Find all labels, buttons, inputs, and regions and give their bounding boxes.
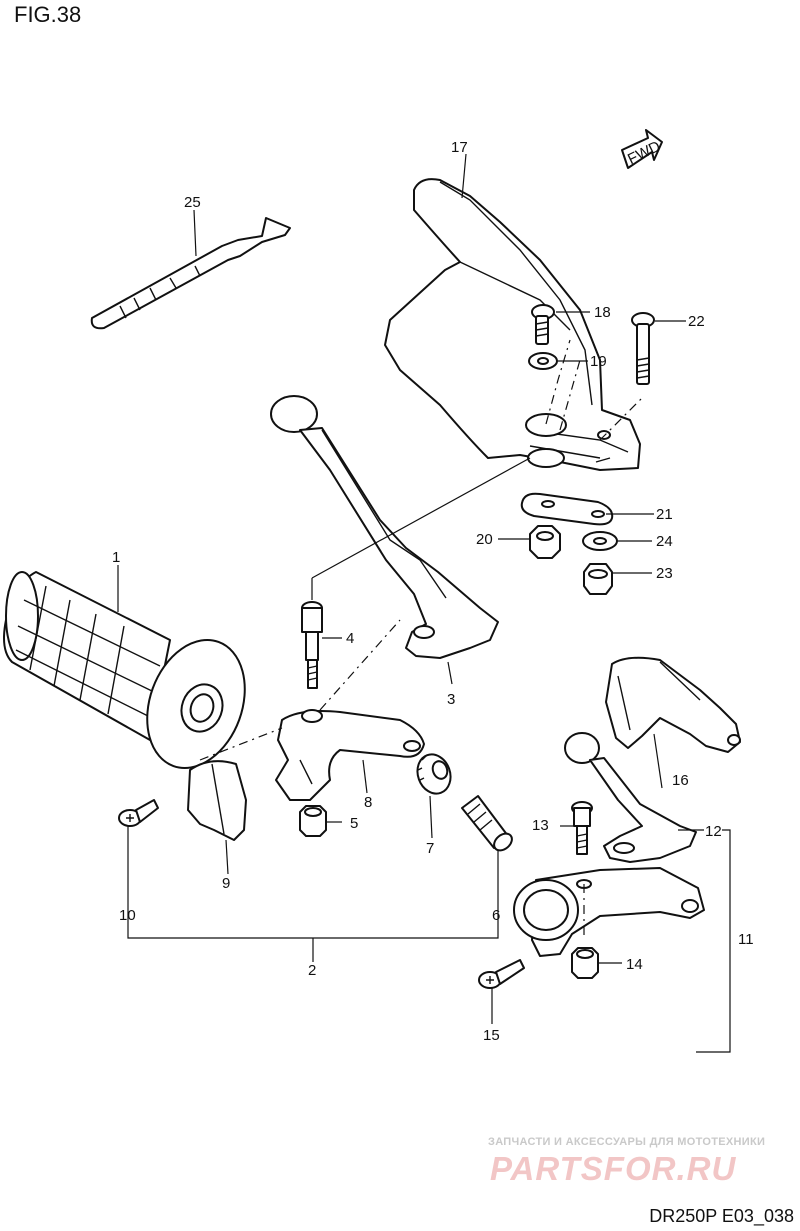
part-15-screw: [478, 959, 525, 989]
callout-17: 17: [451, 139, 468, 156]
callout-4: 4: [346, 630, 354, 647]
callout-10: 10: [119, 907, 136, 924]
callout-5: 5: [350, 815, 358, 832]
part-20-nut: [529, 525, 561, 559]
part-21-plate: [520, 492, 614, 526]
part-24-washer: [582, 531, 618, 551]
callout-7: 7: [426, 840, 434, 857]
callout-2: 2: [308, 962, 316, 979]
part-3-lever: [270, 395, 499, 659]
callout-labels: 1 2 3 4 5 6 7 8 9 10 11 12 13 14 15 16 1…: [112, 139, 754, 1044]
callout-16: 16: [672, 772, 689, 789]
callout-12: 12: [705, 823, 722, 840]
callout-23: 23: [656, 565, 673, 582]
part-17-hand-guard: [384, 178, 641, 471]
leader-lines: [117, 153, 731, 1053]
figure-title: FIG.38: [14, 2, 82, 27]
part-13-bolt: [571, 801, 593, 855]
part-8-bracket: [275, 709, 425, 801]
callout-1: 1: [112, 549, 120, 566]
part-9-clamp: [187, 760, 247, 841]
part-4-pivot-bolt: [301, 601, 323, 689]
part-25-cable-tie: [90, 217, 291, 330]
callout-19: 19: [590, 353, 607, 370]
callout-25: 25: [184, 194, 201, 211]
callout-15: 15: [483, 1027, 500, 1044]
part-18-bolt: [531, 304, 555, 345]
callout-13: 13: [532, 817, 549, 834]
callout-9: 9: [222, 875, 230, 892]
callout-14: 14: [626, 956, 643, 973]
watermark-tagline: ЗАПЧАСТИ И АКСЕССУАРЫ ДЛЯ МОТОТЕХНИКИ: [488, 1136, 766, 1148]
watermark-logo: PARTSFOR.RU: [490, 1150, 737, 1187]
callout-11: 11: [738, 931, 754, 948]
part-6-adjuster: [461, 795, 513, 852]
callout-8: 8: [364, 794, 372, 811]
part-23-nut: [583, 563, 613, 595]
part-11-perch: [513, 867, 705, 957]
part-5-nut: [299, 805, 327, 837]
callout-3: 3: [447, 691, 455, 708]
diagram-code: DR250P E03_038: [649, 1206, 794, 1226]
part-7-locknut: [416, 753, 452, 795]
fwd-arrow-icon: FWD: [621, 129, 663, 169]
callout-22: 22: [688, 313, 705, 330]
part-16-lever-cover: [605, 656, 741, 753]
callout-24: 24: [656, 533, 673, 550]
callout-21: 21: [656, 506, 673, 523]
callout-20: 20: [476, 531, 493, 548]
part-1-grip: [3, 571, 246, 769]
callout-6: 6: [492, 907, 500, 924]
part-10-screw: [118, 799, 159, 827]
part-12-lever: [564, 732, 697, 863]
callout-18: 18: [594, 304, 611, 321]
part-19-washer: [528, 352, 558, 370]
part-22-bolt: [631, 312, 655, 385]
part-14-nut: [571, 947, 599, 979]
